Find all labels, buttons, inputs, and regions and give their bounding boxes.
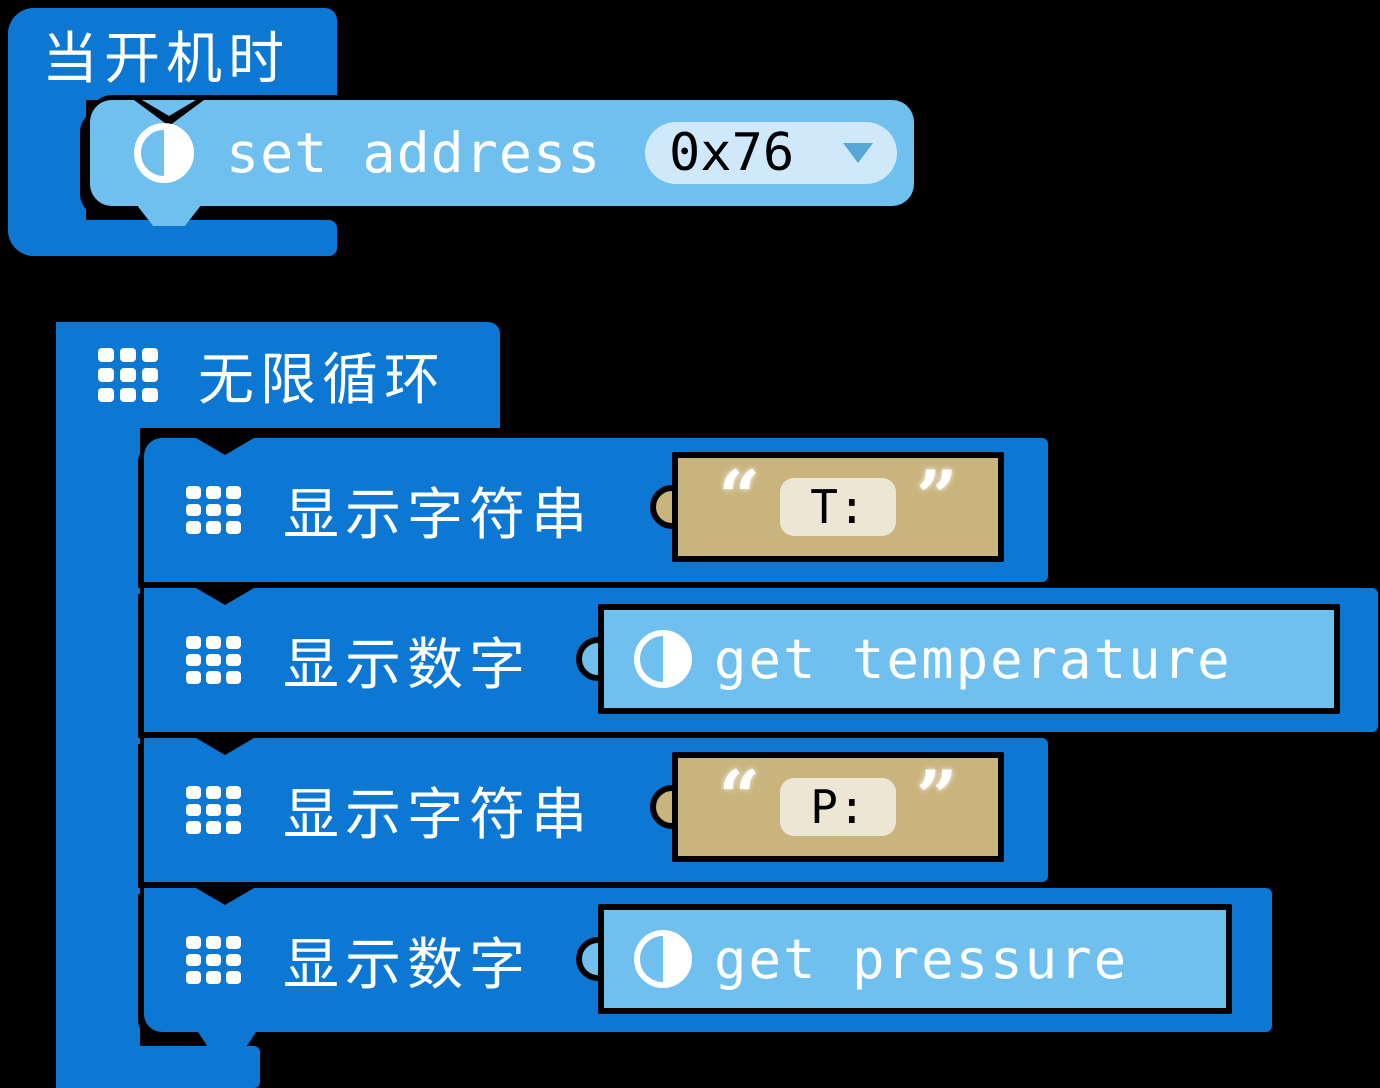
forever-spine [56, 322, 140, 1088]
get-temperature-label: get temperature [714, 627, 1232, 691]
close-quote: ” [916, 454, 958, 539]
half-circle-icon [134, 123, 194, 183]
on-start-foot [8, 220, 337, 256]
forever-label: 无限循环 [198, 347, 446, 413]
grid-icon [186, 636, 241, 684]
get-pressure-block[interactable]: get pressure [598, 904, 1232, 1014]
show-number-label: 显示数字 [283, 632, 531, 698]
forever-foot [56, 1046, 260, 1088]
grid-icon [186, 786, 241, 834]
address-dropdown[interactable]: 0x76 [645, 122, 897, 184]
grid-icon [186, 486, 241, 534]
string-field[interactable]: T: [780, 478, 896, 536]
get-temperature-block[interactable]: get temperature [598, 604, 1340, 714]
open-quote: “ [718, 754, 760, 839]
show-string-label: 显示字符串 [283, 482, 593, 548]
bottom-connector-tab [136, 204, 202, 226]
get-pressure-label: get pressure [714, 927, 1129, 991]
show-string-label: 显示字符串 [283, 782, 593, 848]
string-value-block-p[interactable]: “ P: ” [672, 752, 1004, 862]
half-circle-icon [634, 930, 692, 988]
set-address-label: set address [226, 121, 602, 185]
grid-icon [98, 348, 158, 402]
set-address-block[interactable]: set address 0x76 [90, 100, 914, 226]
string-value-block-t[interactable]: “ T: ” [672, 452, 1004, 562]
on-start-label: 当开机时 [42, 26, 290, 92]
chevron-down-icon [843, 143, 873, 163]
grid-icon [186, 936, 241, 984]
close-quote: ” [916, 754, 958, 839]
show-number-label: 显示数字 [283, 932, 531, 998]
half-circle-icon [634, 630, 692, 688]
on-start-block[interactable]: 当开机时 [8, 8, 337, 100]
forever-block[interactable]: 无限循环 [56, 322, 500, 428]
open-quote: “ [718, 454, 760, 539]
address-dropdown-value: 0x76 [669, 123, 795, 183]
string-field[interactable]: P: [780, 778, 896, 836]
